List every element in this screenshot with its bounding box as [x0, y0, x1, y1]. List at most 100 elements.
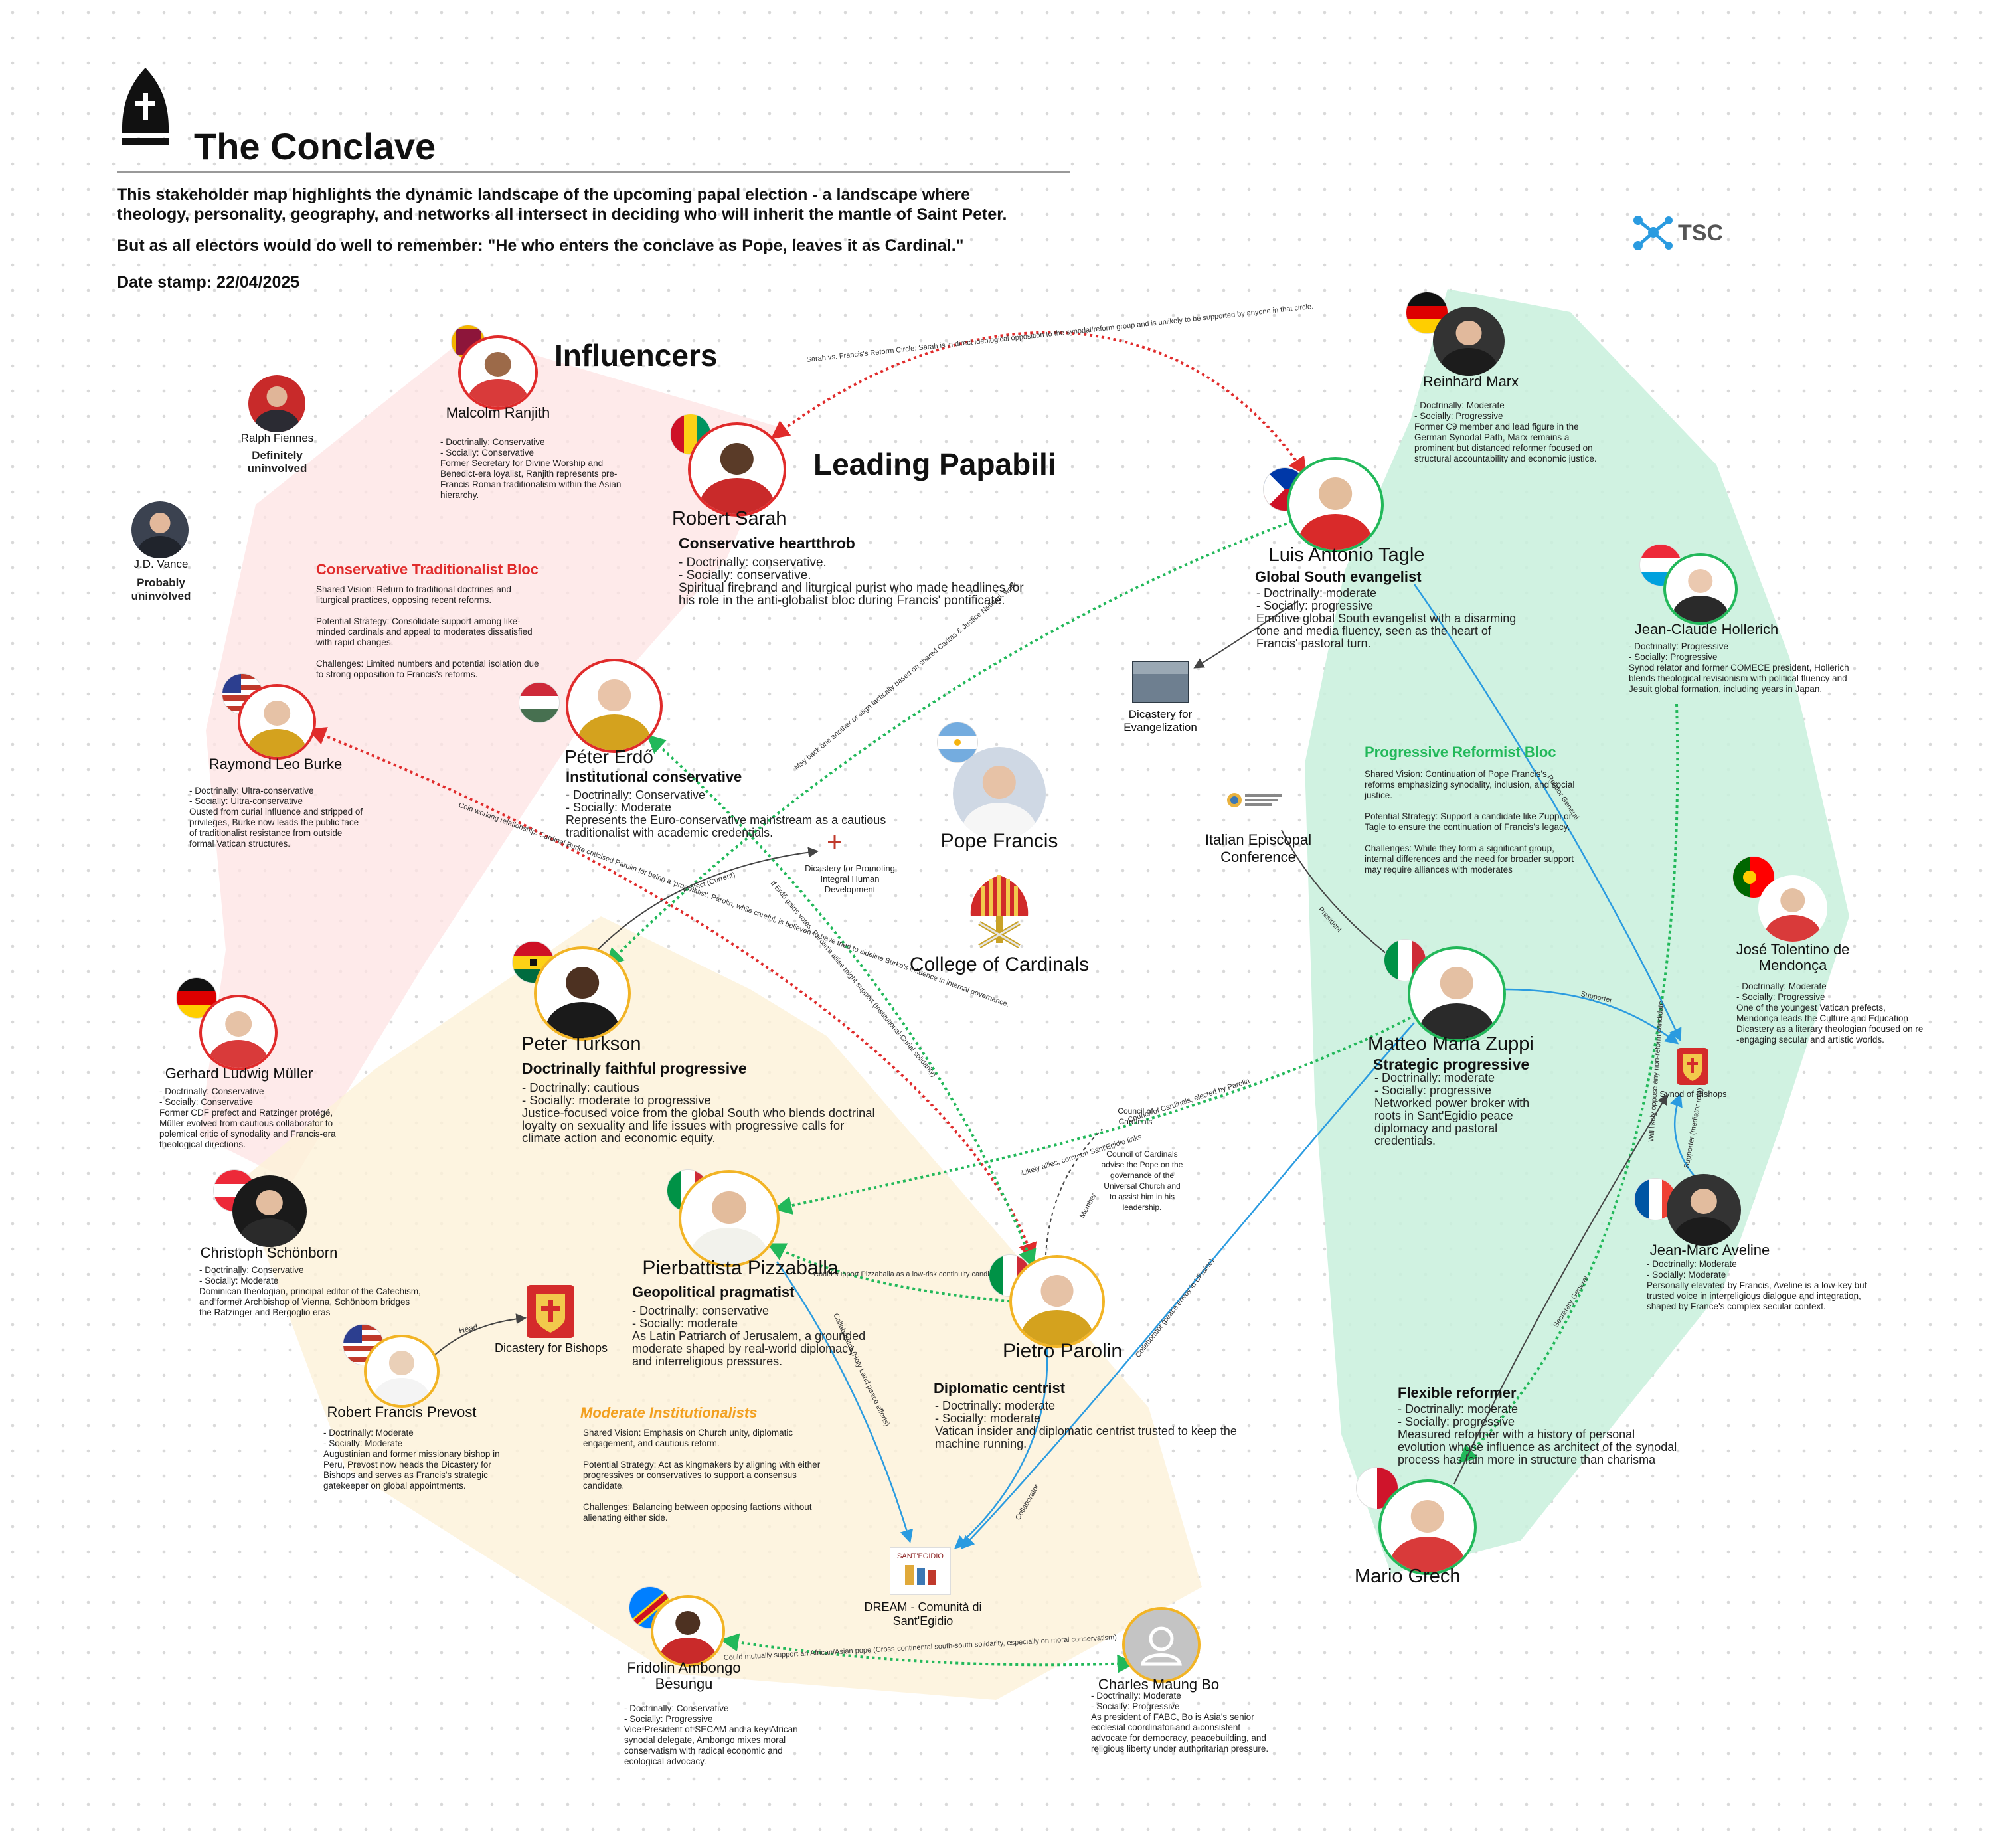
- peter-erdo-tag: Institutional conservative: [566, 768, 742, 786]
- gerhard-muller-desc: - Doctrinally: Conservative - Socially: …: [159, 1086, 385, 1150]
- dicastery-bishops-icon[interactable]: [527, 1285, 574, 1338]
- moderate-bloc-title: Moderate Institutionalists: [580, 1404, 757, 1422]
- dicastery-evangelization-label: Dicastery for Evangelization: [1102, 708, 1218, 734]
- charles-bo-avatar[interactable]: [1122, 1607, 1201, 1683]
- mario-grech-avatar[interactable]: [1378, 1479, 1477, 1575]
- mario-grech-desc: - Doctrinally: moderate - Socially: prog…: [1398, 1403, 1743, 1466]
- peter-erdo-desc: - Doctrinally: Conservative - Socially: …: [566, 789, 938, 839]
- synod-of-bishops-label: Synod of Bishops: [1653, 1089, 1733, 1100]
- matteo-zuppi-name: Matteo Maria Zuppi: [1368, 1035, 1547, 1054]
- dicastery-evangelization-icon: [1132, 661, 1189, 703]
- papabili-heading: Leading Papabili: [813, 446, 1056, 482]
- charles-bo-desc: - Doctrinally: Moderate - Socially: Prog…: [1091, 1691, 1323, 1754]
- mario-grech-name: Mario Grech: [1355, 1567, 1501, 1586]
- robert-sarah-tag: Conservative heartthrob: [679, 535, 855, 552]
- svg-text:SANT'EGIDIO: SANT'EGIDIO: [897, 1553, 944, 1560]
- cei-label: Italian Episcopal Conference: [1189, 831, 1328, 866]
- jose-tolentino-mendonca-avatar[interactable]: [1758, 875, 1827, 942]
- page-title: The Conclave: [194, 125, 436, 168]
- peter-turkson-desc: - Doctrinally: cautious - Socially: mode…: [522, 1081, 920, 1144]
- label-sarah-tagle: Sarah vs. Francis's Reform Circle: Sarah…: [806, 303, 1314, 364]
- label-turkson-tagle: May back one another or align tactically…: [793, 579, 1020, 772]
- peter-erdo-name: Péter Erdő: [564, 747, 697, 766]
- christoph-schonborn-avatar[interactable]: [232, 1175, 307, 1247]
- pietro-parolin-tag: Diplomatic centrist: [934, 1380, 1065, 1397]
- ralph-fiennes-avatar[interactable]: [248, 375, 305, 432]
- robert-sarah-avatar[interactable]: [688, 422, 786, 517]
- fridolin-ambongo-avatar[interactable]: [651, 1595, 725, 1667]
- intro-quote: But as all electors would do well to rem…: [117, 236, 1113, 256]
- raymond-burke-avatar[interactable]: [238, 684, 316, 760]
- robert-prevost-name: Robert Francis Prevost: [312, 1402, 491, 1422]
- jose-tolentino-mendonca-name: José Tolentino de Mendonça: [1700, 942, 1886, 973]
- pierbattista-pizzaballa-tag: Geopolitical pragmatist: [632, 1284, 795, 1301]
- pierbattista-pizzaballa-avatar[interactable]: [679, 1170, 780, 1267]
- luis-tagle-avatar[interactable]: [1287, 457, 1384, 552]
- person-placeholder-icon: [1125, 1610, 1198, 1680]
- synod-of-bishops-icon[interactable]: [1677, 1048, 1708, 1085]
- molecule-icon: [1630, 212, 1677, 252]
- title-divider: [117, 171, 1070, 173]
- pierbattista-pizzaballa-desc: - Doctrinally: conservative - Socially: …: [632, 1305, 911, 1368]
- peter-turkson-avatar[interactable]: [534, 946, 631, 1041]
- intro-paragraph: This stakeholder map highlights the dyna…: [117, 185, 1113, 224]
- peter-erdo-avatar[interactable]: [566, 659, 663, 753]
- integral-development-label: Dicastery for Promoting Integral Human D…: [784, 863, 916, 895]
- jose-tolentino-mendonca-desc: - Doctrinally: Moderate - Socially: Prog…: [1736, 981, 1975, 1045]
- jd-vance-note: Probably uninvolved: [110, 576, 212, 603]
- sant-egidio-logo-icon: SANT'EGIDIO: [890, 1547, 951, 1595]
- date-stamp: Date stamp: 22/04/2025: [117, 272, 299, 292]
- jean-marc-aveline-desc: - Doctrinally: Moderate - Socially: Mode…: [1647, 1259, 1912, 1312]
- raymond-burke-name: Raymond Leo Burke: [193, 754, 359, 774]
- sant-egidio-label: DREAM - Comunità di Sant'Egidio: [843, 1600, 1003, 1628]
- raymond-burke-desc: - Doctrinally: Ultra-conservative - Soci…: [189, 786, 408, 849]
- pope-francis-avatar[interactable]: [953, 747, 1046, 840]
- peter-turkson-tag: Doctrinally faithful progressive: [522, 1060, 747, 1078]
- jd-vance-name: J.D. Vance: [110, 558, 212, 571]
- label-zuppi-egidio: Collaborator (peace envoy in Ukraine): [1134, 1257, 1216, 1359]
- robert-sarah-name: Robert Sarah: [672, 509, 805, 529]
- jean-claude-hollerich-avatar[interactable]: [1663, 553, 1738, 625]
- luis-tagle-name: Luis Antonio Tagle: [1254, 546, 1440, 565]
- christoph-schonborn-name: Christoph Schönborn: [176, 1243, 362, 1262]
- hungary-flag-icon: [519, 683, 559, 722]
- robert-prevost-desc: - Doctrinally: Moderate - Socially: Mode…: [323, 1428, 549, 1491]
- robert-prevost-avatar[interactable]: [364, 1335, 440, 1408]
- conservative-bloc-title: Conservative Traditionalist Bloc: [316, 561, 539, 578]
- pope-francis-name: Pope Francis: [916, 831, 1082, 851]
- matteo-zuppi-avatar[interactable]: [1408, 946, 1506, 1042]
- ralph-fiennes-name: Ralph Fiennes: [226, 432, 329, 445]
- malcolm-ranjith-avatar[interactable]: [458, 335, 538, 410]
- gerhard-muller-avatar[interactable]: [199, 995, 278, 1070]
- luis-tagle-desc: - Doctrinally: moderate - Socially: prog…: [1256, 587, 1568, 650]
- council-of-cardinals-description: Council of Cardinals advise the Pope on …: [1082, 1149, 1202, 1213]
- fridolin-ambongo-name: Fridolin Ambongo Besungu: [598, 1660, 770, 1692]
- jean-claude-hollerich-name: Jean-Claude Hollerich: [1614, 620, 1799, 639]
- progressive-bloc-title: Progressive Reformist Bloc: [1365, 744, 1556, 761]
- reinhard-marx-desc: - Doctrinally: Moderate - Socially: Prog…: [1414, 400, 1640, 464]
- pietro-parolin-avatar[interactable]: [1009, 1255, 1105, 1348]
- jean-claude-hollerich-desc: - Doctrinally: Progressive - Socially: P…: [1629, 641, 1894, 695]
- luis-tagle-tag: Global South evangelist: [1255, 568, 1422, 586]
- tsc-logo-text: TSC: [1678, 220, 1723, 246]
- pietro-parolin-desc: - Doctrinally: moderate - Socially: mode…: [935, 1400, 1280, 1450]
- malcolm-ranjith-desc: - Doctrinally: Conservative - Socially: …: [440, 437, 659, 501]
- ralph-fiennes-note: Definitely uninvolved: [226, 449, 329, 475]
- jean-marc-aveline-avatar[interactable]: [1667, 1174, 1741, 1246]
- reinhard-marx-avatar[interactable]: [1433, 307, 1505, 376]
- jean-marc-aveline-name: Jean-Marc Aveline: [1620, 1240, 1799, 1260]
- robert-sarah-desc: - Doctrinally: conservative. - Socially:…: [679, 556, 1077, 607]
- conservative-bloc-text: Shared Vision: Return to traditional doc…: [316, 584, 595, 680]
- mitre-icon: [118, 66, 173, 166]
- college-of-cardinals-emblem-icon: [963, 870, 1036, 956]
- malcolm-ranjith-name: Malcolm Ranjith: [412, 403, 584, 422]
- jd-vance-avatar[interactable]: [131, 501, 189, 558]
- pierbattista-pizzaballa-name: Pierbattista Pizzaballa: [634, 1258, 847, 1278]
- reinhard-marx-name: Reinhard Marx: [1394, 372, 1547, 391]
- christoph-schonborn-desc: - Doctrinally: Conservative - Socially: …: [199, 1265, 465, 1318]
- influencers-heading: Influencers: [554, 337, 717, 373]
- fridolin-ambongo-desc: - Doctrinally: Conservative - Socially: …: [624, 1703, 823, 1767]
- dicastery-bishops-label: Dicastery for Bishops: [478, 1341, 624, 1355]
- mario-grech-tag: Flexible reformer: [1398, 1385, 1517, 1402]
- tsc-logo: TSC: [1630, 212, 1730, 252]
